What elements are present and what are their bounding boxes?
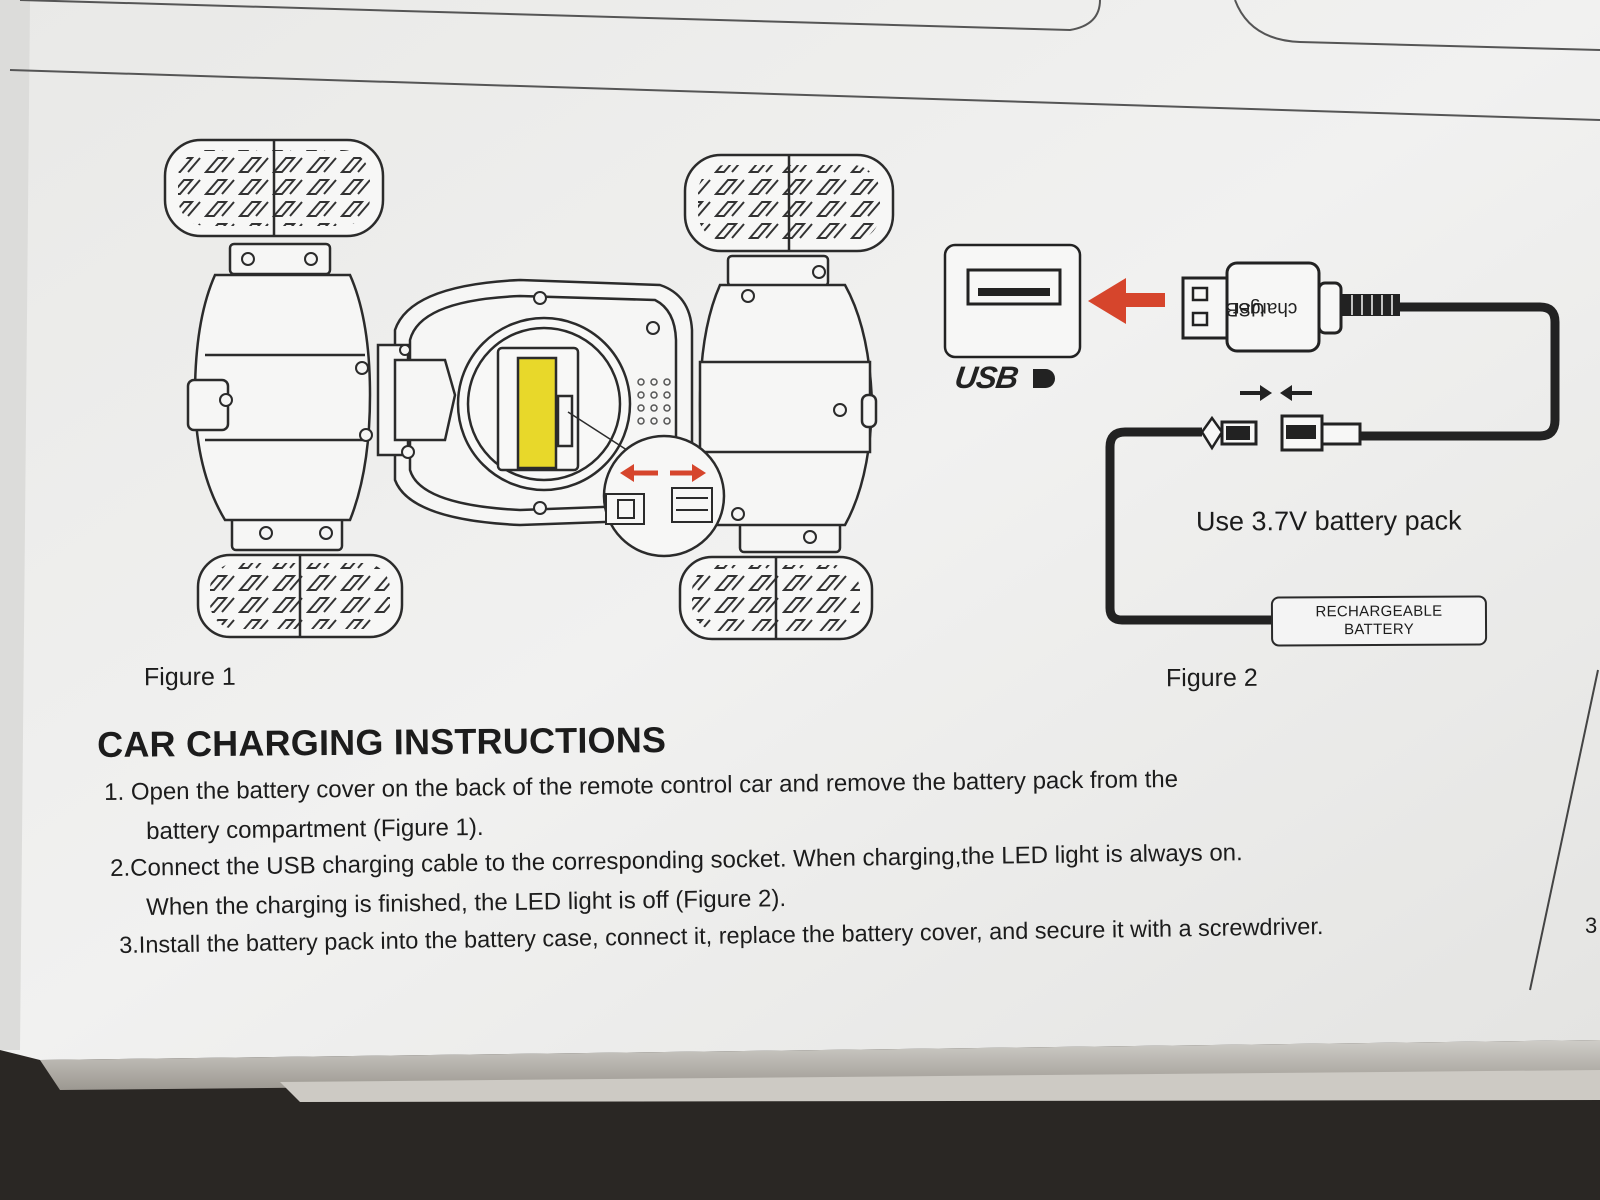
battery-label-line1: RECHARGEABLE [1315,602,1443,621]
wheel-top-right [683,153,895,253]
wheel-bottom-left [196,553,404,639]
usb-charging-diagram [943,243,1560,625]
car-battery-diagram [163,138,895,641]
wheel-bottom-right [678,555,874,641]
usb-plug-label-line2: charger [1232,298,1298,319]
rechargeable-battery-label: RECHARGEABLE BATTERY [1270,595,1488,647]
usb-logo: USB [952,360,1020,395]
wheel-top-left [163,138,385,238]
battery-spec-text: Use 3.7V battery pack [1195,505,1462,537]
usb-logo-plug-icon [1033,369,1055,388]
usb-plug-label: USB charger [1225,268,1297,348]
figure-1-caption: Figure 1 [143,662,236,692]
page-number: 3 [1585,913,1598,938]
instructions-heading: CAR CHARGING INSTRUCTIONS [97,719,667,765]
instruction-step-1-line-2: battery compartment (Figure 1). [146,813,484,845]
battery-label-line2: BATTERY [1344,620,1415,639]
figure-2-caption: Figure 2 [1165,663,1258,693]
